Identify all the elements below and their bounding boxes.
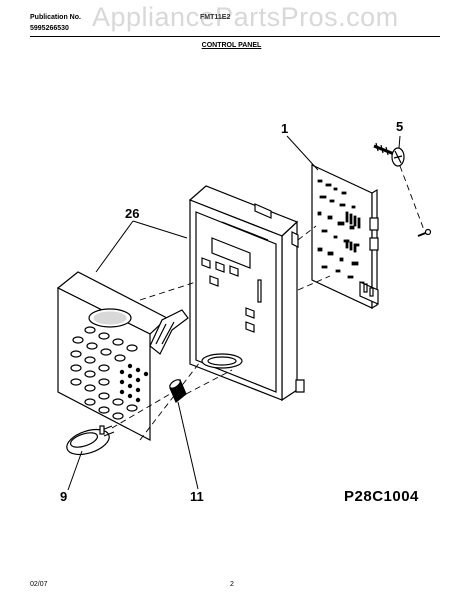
- footer-date: 02/07: [30, 581, 48, 588]
- callout-keypad-overlay: 26: [125, 206, 140, 221]
- callout-knob: 9: [60, 489, 68, 504]
- publication-label: Publication No.: [30, 14, 81, 21]
- model-code: FMT11E2: [200, 14, 231, 21]
- callout-screw: 5: [396, 119, 404, 134]
- assembly-dashed-lines: [111, 165, 425, 441]
- screw-part: [373, 142, 432, 237]
- header-rule: [30, 36, 440, 37]
- diagram-code: P28C1004: [344, 488, 419, 505]
- control-panel-frame: [188, 185, 305, 402]
- footer-page-number: 2: [230, 581, 234, 588]
- section-title: CONTROL PANEL: [201, 42, 262, 49]
- control-board-part: [311, 164, 379, 310]
- callout-spacer: 11: [190, 489, 204, 504]
- keypad-overlay-part: [56, 271, 189, 441]
- watermark: AppliancePartsPros.com: [92, 2, 399, 32]
- leader-lines: [67, 135, 401, 491]
- knob-part: [66, 425, 115, 456]
- callout-control-board: 1: [281, 121, 289, 136]
- publication-number: 5995266530: [30, 25, 69, 32]
- spacer-part: [169, 379, 187, 403]
